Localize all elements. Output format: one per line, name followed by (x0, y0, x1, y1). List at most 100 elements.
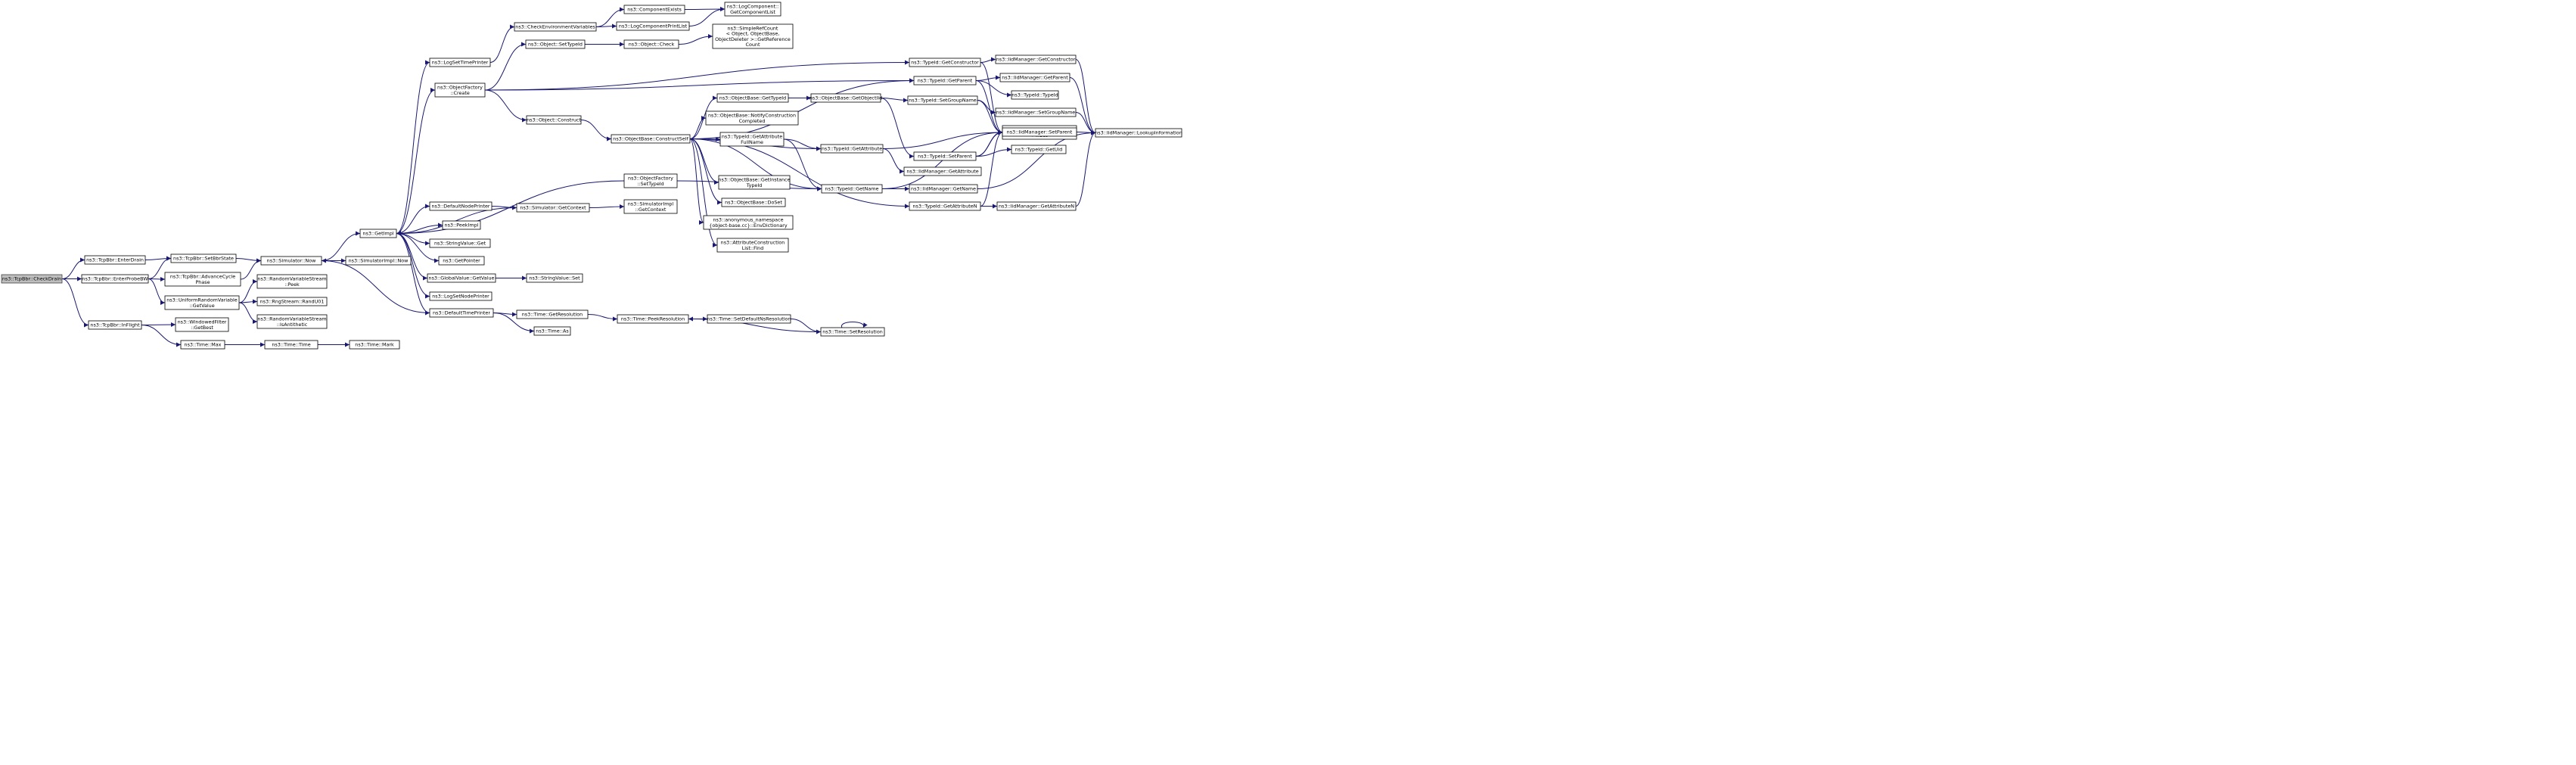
node-ns3-object-settypeid[interactable]: ns3::Object::SetTypeId (525, 39, 586, 49)
node-ns3-defaulttimeprinter[interactable]: ns3::DefaultTimePrinter (429, 308, 494, 318)
node-label: ns3::LogComponent:: (727, 4, 779, 10)
node-box (623, 173, 678, 188)
node-ns3-tcpbbr-enterprobebw[interactable]: ns3::TcpBbr::EnterProbeBW (81, 274, 149, 284)
node-ns3-logcomponent-getcomponentlist[interactable]: ns3::LogComponent::GetComponentList (724, 2, 782, 17)
node-ns3-objectfactory-settypeid[interactable]: ns3::ObjectFactory::SetTypeId (623, 173, 678, 188)
node-box (716, 238, 789, 253)
node-ns3-stringvalue-get[interactable]: ns3::StringValue::Get (429, 238, 491, 248)
node-ns3-componentexists[interactable]: ns3::ComponentExists (623, 5, 685, 14)
node-ns3-anonymous-namespace-object-base-cc-envdictionary[interactable]: ns3::anonymous_namespace{object-base.cc}… (703, 215, 794, 230)
node-ns3-time-as[interactable]: ns3::Time::As (533, 326, 571, 336)
node-ns3-simplerefcount-object-objectbase-objectdeleter-getreference-count[interactable]: ns3::SimpleRefCount< Object, ObjectBase,… (712, 23, 794, 49)
node-ns3-peekimpl[interactable]: ns3::PeekImpl (442, 220, 481, 230)
node-ns3-iidmanager-getattributen[interactable]: ns3::IidManager::GetAttributeN (996, 201, 1077, 211)
node-ns3-tcpbbr-inflight[interactable]: ns3::TcpBbr::InFlight (88, 320, 142, 330)
node-ns3-typeid-getparent[interactable]: ns3::TypeId::GetParent (913, 76, 977, 86)
node-ns3-time-setresolution[interactable]: ns3::Time::SetResolution (820, 327, 885, 337)
node-ns3-typeid-setparent[interactable]: ns3::TypeId::SetParent (913, 151, 977, 161)
node-ns3-time-max[interactable]: ns3::Time::Max (180, 340, 225, 350)
node-ns3-objectbase-getobjectiid[interactable]: ns3::ObjectBase::GetObjectIid (809, 93, 882, 103)
node-ns3-defaultnodeprinter[interactable]: ns3::DefaultNodePrinter (429, 201, 493, 211)
node-label: ns3::ObjectBase::GetTypeId (719, 95, 786, 101)
node-ns3-windowedfilter-getbest[interactable]: ns3::WindowedFilter::GetBest (175, 317, 229, 332)
node-ns3-time-peekresolution[interactable]: ns3::Time::PeekResolution (617, 314, 689, 324)
node-ns3-typeid-setgroupname[interactable]: ns3::TypeId::SetGroupName (907, 95, 978, 105)
node-ns3-objectbase-constructself[interactable]: ns3::ObjectBase::ConstructSelf (611, 134, 691, 144)
node-ns3-rngstream-randu01[interactable]: ns3::RngStream::RandU01 (256, 297, 328, 306)
node-ns3-tcpbbr-setbbrstate[interactable]: ns3::TcpBbr::SetBbrState (170, 253, 237, 263)
node-label: ns3::WindowedFilter (178, 319, 227, 325)
node-ns3-simulator-now[interactable]: ns3::Simulator::Now (260, 256, 322, 266)
node-ns3-typeid-getname[interactable]: ns3::TypeId::GetName (821, 184, 883, 194)
node-ns3-randomvariablestream-peek[interactable]: ns3::RandomVariableStream::Peek (256, 274, 328, 289)
node-label: < Object, ObjectBase, (726, 31, 780, 37)
node-ns3-time-setdefaultnsresolution[interactable]: ns3::Time::SetDefaultNsResolution (707, 314, 791, 324)
edge-n19-n28 (484, 42, 527, 91)
node-ns3-objectbase-notifyconstruction-completed[interactable]: ns3::ObjectBase::NotifyConstructionCompl… (705, 110, 799, 126)
node-label: {object-base.cc}::EnvDictionary (709, 222, 788, 229)
node-ns3-typeid-getattribute[interactable]: ns3::TypeId::GetAttribute (820, 144, 884, 154)
node-ns3-getpointer[interactable]: ns3::GetPointer (438, 256, 485, 266)
node-ns3-simulatorimpl-getcontext[interactable]: ns3::SimulatorImpl::GetContext (623, 199, 678, 214)
node-label: ns3::StringValue::Get (434, 241, 486, 247)
node-ns3-getimpl[interactable]: ns3::GetImpl (359, 229, 397, 238)
node-ns3-checkenvironmentvariables[interactable]: ns3::CheckEnvironmentVariables (514, 22, 597, 32)
node-label: ns3::Time::Max (185, 342, 222, 348)
graph-edges (61, 7, 1096, 347)
node-ns3-objectbase-gettypeid[interactable]: ns3::ObjectBase::GetTypeId (716, 93, 789, 103)
node-ns3-iidmanager-getconstructor[interactable]: ns3::IidManager::GetConstructor (995, 54, 1077, 64)
node-ns3-objectbase-doset[interactable]: ns3::ObjectBase::DoSet (721, 197, 786, 207)
edge-n37-n47 (689, 138, 722, 205)
edge-n30-n15 (396, 207, 517, 236)
node-label: ns3::TypeId::TypeId (1011, 92, 1058, 98)
node-label: ns3::Object::Check (629, 42, 675, 48)
node-ns3-object-check[interactable]: ns3::Object::Check (623, 39, 679, 49)
node-ns3-time-getresolution[interactable]: ns3::Time::GetResolution (516, 309, 589, 319)
edge-n35-n41 (688, 7, 726, 26)
node-ns3-iidmanager-setparent[interactable]: ns3::IidManager::SetParent (1002, 127, 1077, 137)
node-ns3-time-time[interactable]: ns3::Time::Time (264, 340, 319, 350)
node-ns3-logsetnodeprinter[interactable]: ns3::LogSetNodePrinter (429, 291, 493, 301)
node-ns3-typeid-getuid[interactable]: ns3::TypeId::GetUid (1011, 145, 1067, 154)
edge-n38-n15 (396, 180, 625, 236)
node-ns3-typeid-getconstructor[interactable]: ns3::TypeId::GetConstructor (909, 58, 981, 67)
node-ns3-simulator-getcontext[interactable]: ns3::Simulator::GetContext (516, 203, 590, 213)
node-ns3-randomvariablestream-isantithetic[interactable]: ns3::RandomVariableStream::IsAntithetic (256, 314, 328, 329)
node-ns3-iidmanager-getattribute[interactable]: ns3::IidManager::GetAttribute (903, 166, 982, 176)
edge-n10-n15 (321, 231, 361, 261)
node-box (429, 291, 493, 301)
node-ns3-simulatorimpl-now[interactable]: ns3::SimulatorImpl::Now (345, 256, 412, 266)
node-ns3-time-mark[interactable]: ns3::Time::Mark (349, 340, 400, 350)
edge-n29-n37 (580, 120, 612, 141)
node-ns3-iidmanager-setgroupname[interactable]: ns3::IidManager::SetGroupName (995, 107, 1077, 117)
node-ns3-logcomponentprintlist[interactable]: ns3::LogComponentPrintList (616, 21, 690, 31)
edge-n37-n44 (689, 116, 707, 139)
node-box (1095, 128, 1182, 138)
edge-n3-n5 (148, 256, 172, 279)
node-ns3-typeid-typeid[interactable]: ns3::TypeId::TypeId (1011, 90, 1059, 100)
node-ns3-stringvalue-set[interactable]: ns3::StringValue::Set (526, 273, 583, 283)
node-ns3-iidmanager-getparent[interactable]: ns3::IidManager::GetParent (999, 73, 1070, 82)
edge-n3-n6 (148, 276, 166, 281)
node-box (995, 107, 1077, 117)
node-ns3-object-construct[interactable]: ns3::Object::Construct (526, 115, 581, 125)
node-ns3-uniformrandomvariable-getvalue[interactable]: ns3::UniformRandomVariable::GetValue (164, 295, 240, 310)
edge-n19-n56 (484, 78, 915, 91)
node-ns3-tcpbbr-enterdrain[interactable]: ns3::TcpBbr::EnterDrain (84, 255, 146, 265)
node-label: ns3::TypeId::GetUid (1015, 147, 1063, 153)
node-ns3-iidmanager-lookupinformation[interactable]: ns3::IidManager::LookupInformation (1095, 128, 1182, 138)
node-box (999, 73, 1070, 82)
node-ns3-objectfactory-create[interactable]: ns3::ObjectFactory::Create (434, 82, 486, 98)
node-label: ::GetContext (635, 207, 667, 213)
node-ns3-typeid-getattributen[interactable]: ns3::TypeId::GetAttributeN (909, 201, 981, 211)
node-ns3-iidmanager-getname[interactable]: ns3::IidManager::GetName (909, 184, 978, 194)
node-box (913, 151, 977, 161)
node-label: ns3::UniformRandomVariable (166, 297, 238, 303)
node-ns3-logsettimeprinter[interactable]: ns3::LogSetTimePrinter (429, 58, 491, 67)
node-ns3-tcpbbr-checkdrain[interactable]: ns3::TcpBbr::CheckDrain (1, 274, 63, 284)
node-ns3-globalvalue-getvalue[interactable]: ns3::GlobalValue::GetValue (427, 273, 496, 283)
